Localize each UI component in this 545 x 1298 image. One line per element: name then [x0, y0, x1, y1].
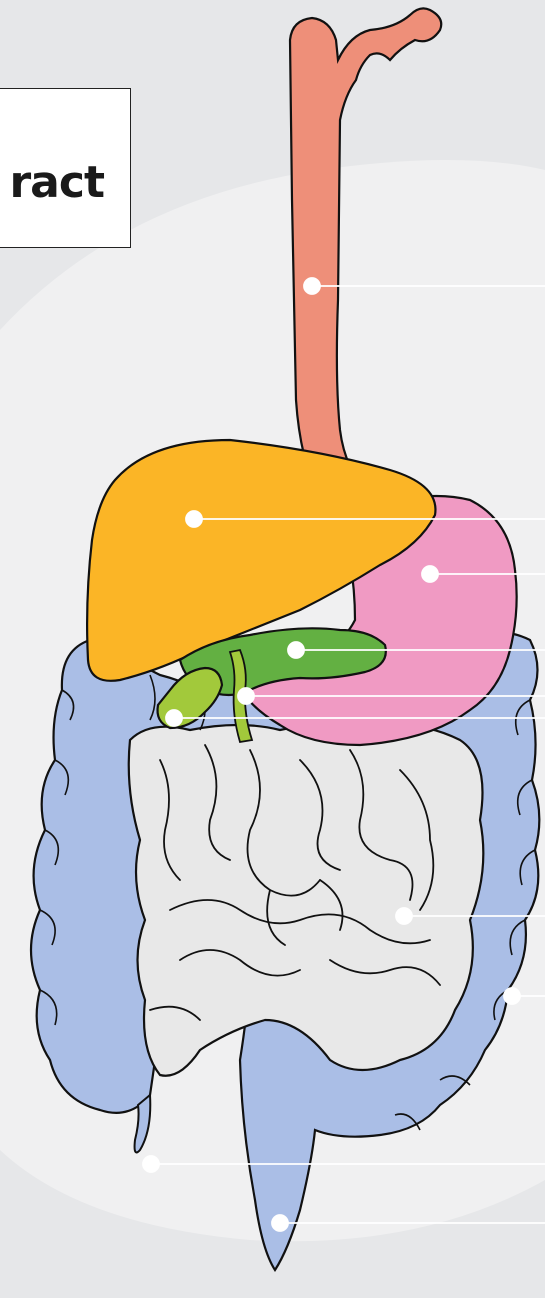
marker-bile-duct	[238, 688, 254, 704]
small-intestine	[129, 723, 484, 1075]
marker-gallbladder	[166, 710, 182, 726]
marker-small-intestine	[396, 908, 412, 924]
marker-appendix	[143, 1156, 159, 1172]
diagram-title: ract	[9, 157, 104, 208]
marker-stomach	[422, 566, 438, 582]
marker-esophagus	[304, 278, 320, 294]
marker-rectum	[272, 1215, 288, 1231]
title-box: ract	[0, 88, 131, 248]
marker-large-intestine	[504, 988, 520, 1004]
marker-liver	[186, 511, 202, 527]
marker-pancreas	[288, 642, 304, 658]
